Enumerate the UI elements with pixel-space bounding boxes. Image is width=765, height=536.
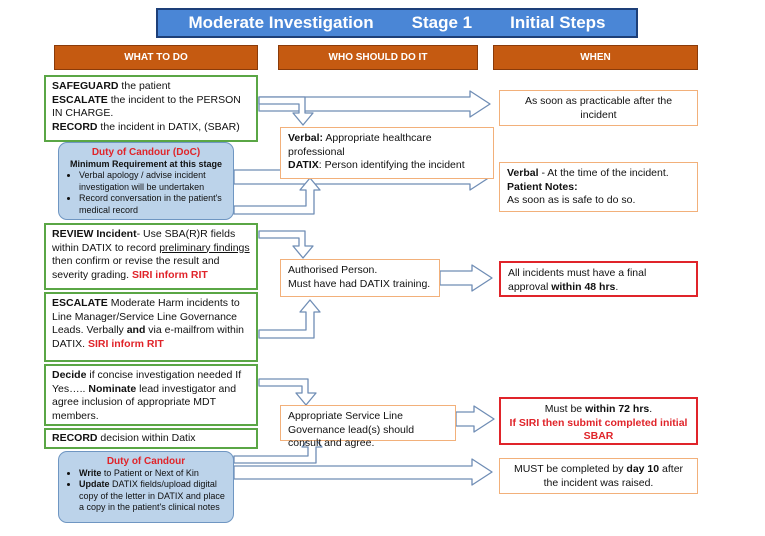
header-when: WHEN xyxy=(493,45,698,70)
who-datix-text: : Person identifying the incident xyxy=(318,159,465,171)
safeguard-text: the patient xyxy=(118,80,171,92)
doc1-bullet-1: Verbal apology / advise incident investi… xyxy=(79,170,225,193)
decide-text-1: if concise investigation needed If Yes….… xyxy=(52,369,242,395)
when-box-asap: As soon as practicable after the inciden… xyxy=(499,90,698,126)
title-part1: Moderate Investigation xyxy=(188,13,374,32)
header-who: WHO SHOULD DO IT xyxy=(278,45,478,70)
when-72-text-1: Must be xyxy=(544,403,586,415)
doc1-subtitle: Minimum Requirement at this stage xyxy=(69,158,223,169)
when-72-bold: within 72 hrs xyxy=(585,403,650,415)
decide-label: Decide xyxy=(52,369,87,381)
review-siri: SIRI inform RIT xyxy=(131,268,208,281)
page-title: Moderate Investigation Stage 1 Initial S… xyxy=(156,8,638,38)
escalate-text: the incident to the PERSON IN CHARGE. xyxy=(52,93,241,120)
when-48-text-2: . xyxy=(615,280,619,293)
when-day10-text-2: after the incident was raised. xyxy=(543,463,684,489)
what-box-decide: Decide if concise investigation needed I… xyxy=(44,364,258,426)
doc2-write: Write xyxy=(79,467,102,478)
arrow-doc2-to-when5 xyxy=(233,458,493,486)
when-box-day10: MUST be completed by day 10 after the in… xyxy=(499,458,698,494)
arrow-what1-to-when1 xyxy=(258,90,491,118)
doc2-write-text: to Patient or Next of Kin xyxy=(101,467,199,478)
who-verbal-label: Verbal: xyxy=(288,132,324,144)
when-72-siri: If SIRI then submit completed initial SB… xyxy=(509,416,688,443)
arrow-down-who1 xyxy=(258,96,314,126)
when-day10-text-1: MUST be completed by xyxy=(513,463,627,475)
review-text-1: - Use SBA(R)R fields within DATIX to rec… xyxy=(52,228,236,254)
who-box-verbal: Verbal: Appropriate healthcare professio… xyxy=(280,127,494,179)
title-part3: Initial Steps xyxy=(510,13,606,32)
doc1-title: Duty of Candour (DoC) xyxy=(91,147,201,158)
escalate2-label: ESCALATE xyxy=(52,297,108,309)
escalate2-text-1: Moderate Harm incidents to Line Manager/… xyxy=(52,297,240,336)
arrow-who3-to-when4 xyxy=(455,405,495,433)
review-text-2: then confirm or revise the result and se… xyxy=(52,255,220,281)
when-72-text-2: . xyxy=(649,403,653,415)
doc2-update: Update xyxy=(79,479,110,489)
when-asap-text: As soon as practicable after the inciden… xyxy=(524,95,673,121)
escalate2-and: and xyxy=(126,324,146,336)
who-datix-label: DATIX xyxy=(288,159,319,171)
when-verbal-label: Verbal xyxy=(507,167,539,179)
review-underline: preliminary findings xyxy=(159,241,250,254)
doc2-update-text: DATIX fields/upload digital copy of the … xyxy=(79,479,225,512)
nominate-label: Nominate xyxy=(88,382,137,395)
duty-of-candour-box-1: Duty of Candour (DoC) Minimum Requiremen… xyxy=(58,142,234,220)
escalate2-text-2: via e-mailfrom within DATIX. xyxy=(52,324,244,350)
doc2-bullet-1: Write to Patient or Next of Kin xyxy=(79,468,225,480)
review-label: REVIEW Incident xyxy=(52,228,137,240)
record-text: the incident in DATIX, (SBAR) xyxy=(97,120,240,133)
record2-text: decision within Datix xyxy=(97,432,196,444)
safeguard-label: SAFEGUARD xyxy=(52,80,119,92)
when-box-48hrs: All incidents must have a final approval… xyxy=(499,261,698,297)
when-day10-bold: day 10 xyxy=(626,463,660,475)
arrow-down-who2 xyxy=(258,230,314,259)
what-box-escalate: ESCALATE Moderate Harm incidents to Line… xyxy=(44,292,258,362)
decide-text-2: lead investigator and agree inclusion of… xyxy=(52,382,237,422)
header-what: WHAT TO DO xyxy=(54,45,258,70)
arrow-down-who3 xyxy=(258,378,317,406)
doc2-title: Duty of Candour xyxy=(106,456,186,467)
when-48-bold: within 48 hrs xyxy=(551,280,616,293)
when-box-verbal: Verbal - At the time of the incident. Pa… xyxy=(499,162,698,212)
when-verbal-text: - At the time of the incident. xyxy=(538,167,669,179)
arrow-up-who2 xyxy=(258,299,321,339)
who-box-governance: Appropriate Service Line Governance lead… xyxy=(280,405,456,449)
who-authorised-line-2: Must have had DATIX training. xyxy=(288,277,431,290)
escalate-label: ESCALATE xyxy=(52,93,108,106)
what-box-review: REVIEW Incident- Use SBA(R)R fields with… xyxy=(44,223,258,290)
what-box-safeguard: SAFEGUARD the patient ESCALATE the incid… xyxy=(44,75,258,142)
doc2-bullet-2: Update DATIX fields/upload digital copy … xyxy=(79,479,225,514)
who-authorised-line-1: Authorised Person. xyxy=(288,264,378,276)
arrow-up-who1 xyxy=(233,177,321,215)
escalate2-siri: SIRI inform RIT xyxy=(87,337,164,350)
doc1-bullet-2: Record conversation in the patient's med… xyxy=(79,193,225,216)
record-label: RECORD xyxy=(52,120,98,133)
arrow-who2-to-when3 xyxy=(439,264,493,292)
title-part2: Stage 1 xyxy=(411,13,473,32)
when-patient-notes-text: As soon as is safe to do so. xyxy=(507,194,636,206)
arrow-up-who3 xyxy=(233,434,323,464)
who-box-authorised: Authorised Person. Must have had DATIX t… xyxy=(280,259,440,297)
who-verbal-text: Appropriate healthcare professional xyxy=(288,132,432,158)
when-box-72hrs: Must be within 72 hrs. If SIRI then subm… xyxy=(499,397,698,445)
when-patient-notes-label: Patient Notes: xyxy=(507,180,578,193)
duty-of-candour-box-2: Duty of Candour Write to Patient or Next… xyxy=(58,451,234,523)
who-governance-text: Appropriate Service Line Governance lead… xyxy=(288,410,415,449)
when-48-text-1: All incidents must have a final approval xyxy=(508,267,647,293)
what-box-record-decision: RECORD decision within Datix xyxy=(44,428,258,449)
record2-label: RECORD xyxy=(52,432,98,444)
